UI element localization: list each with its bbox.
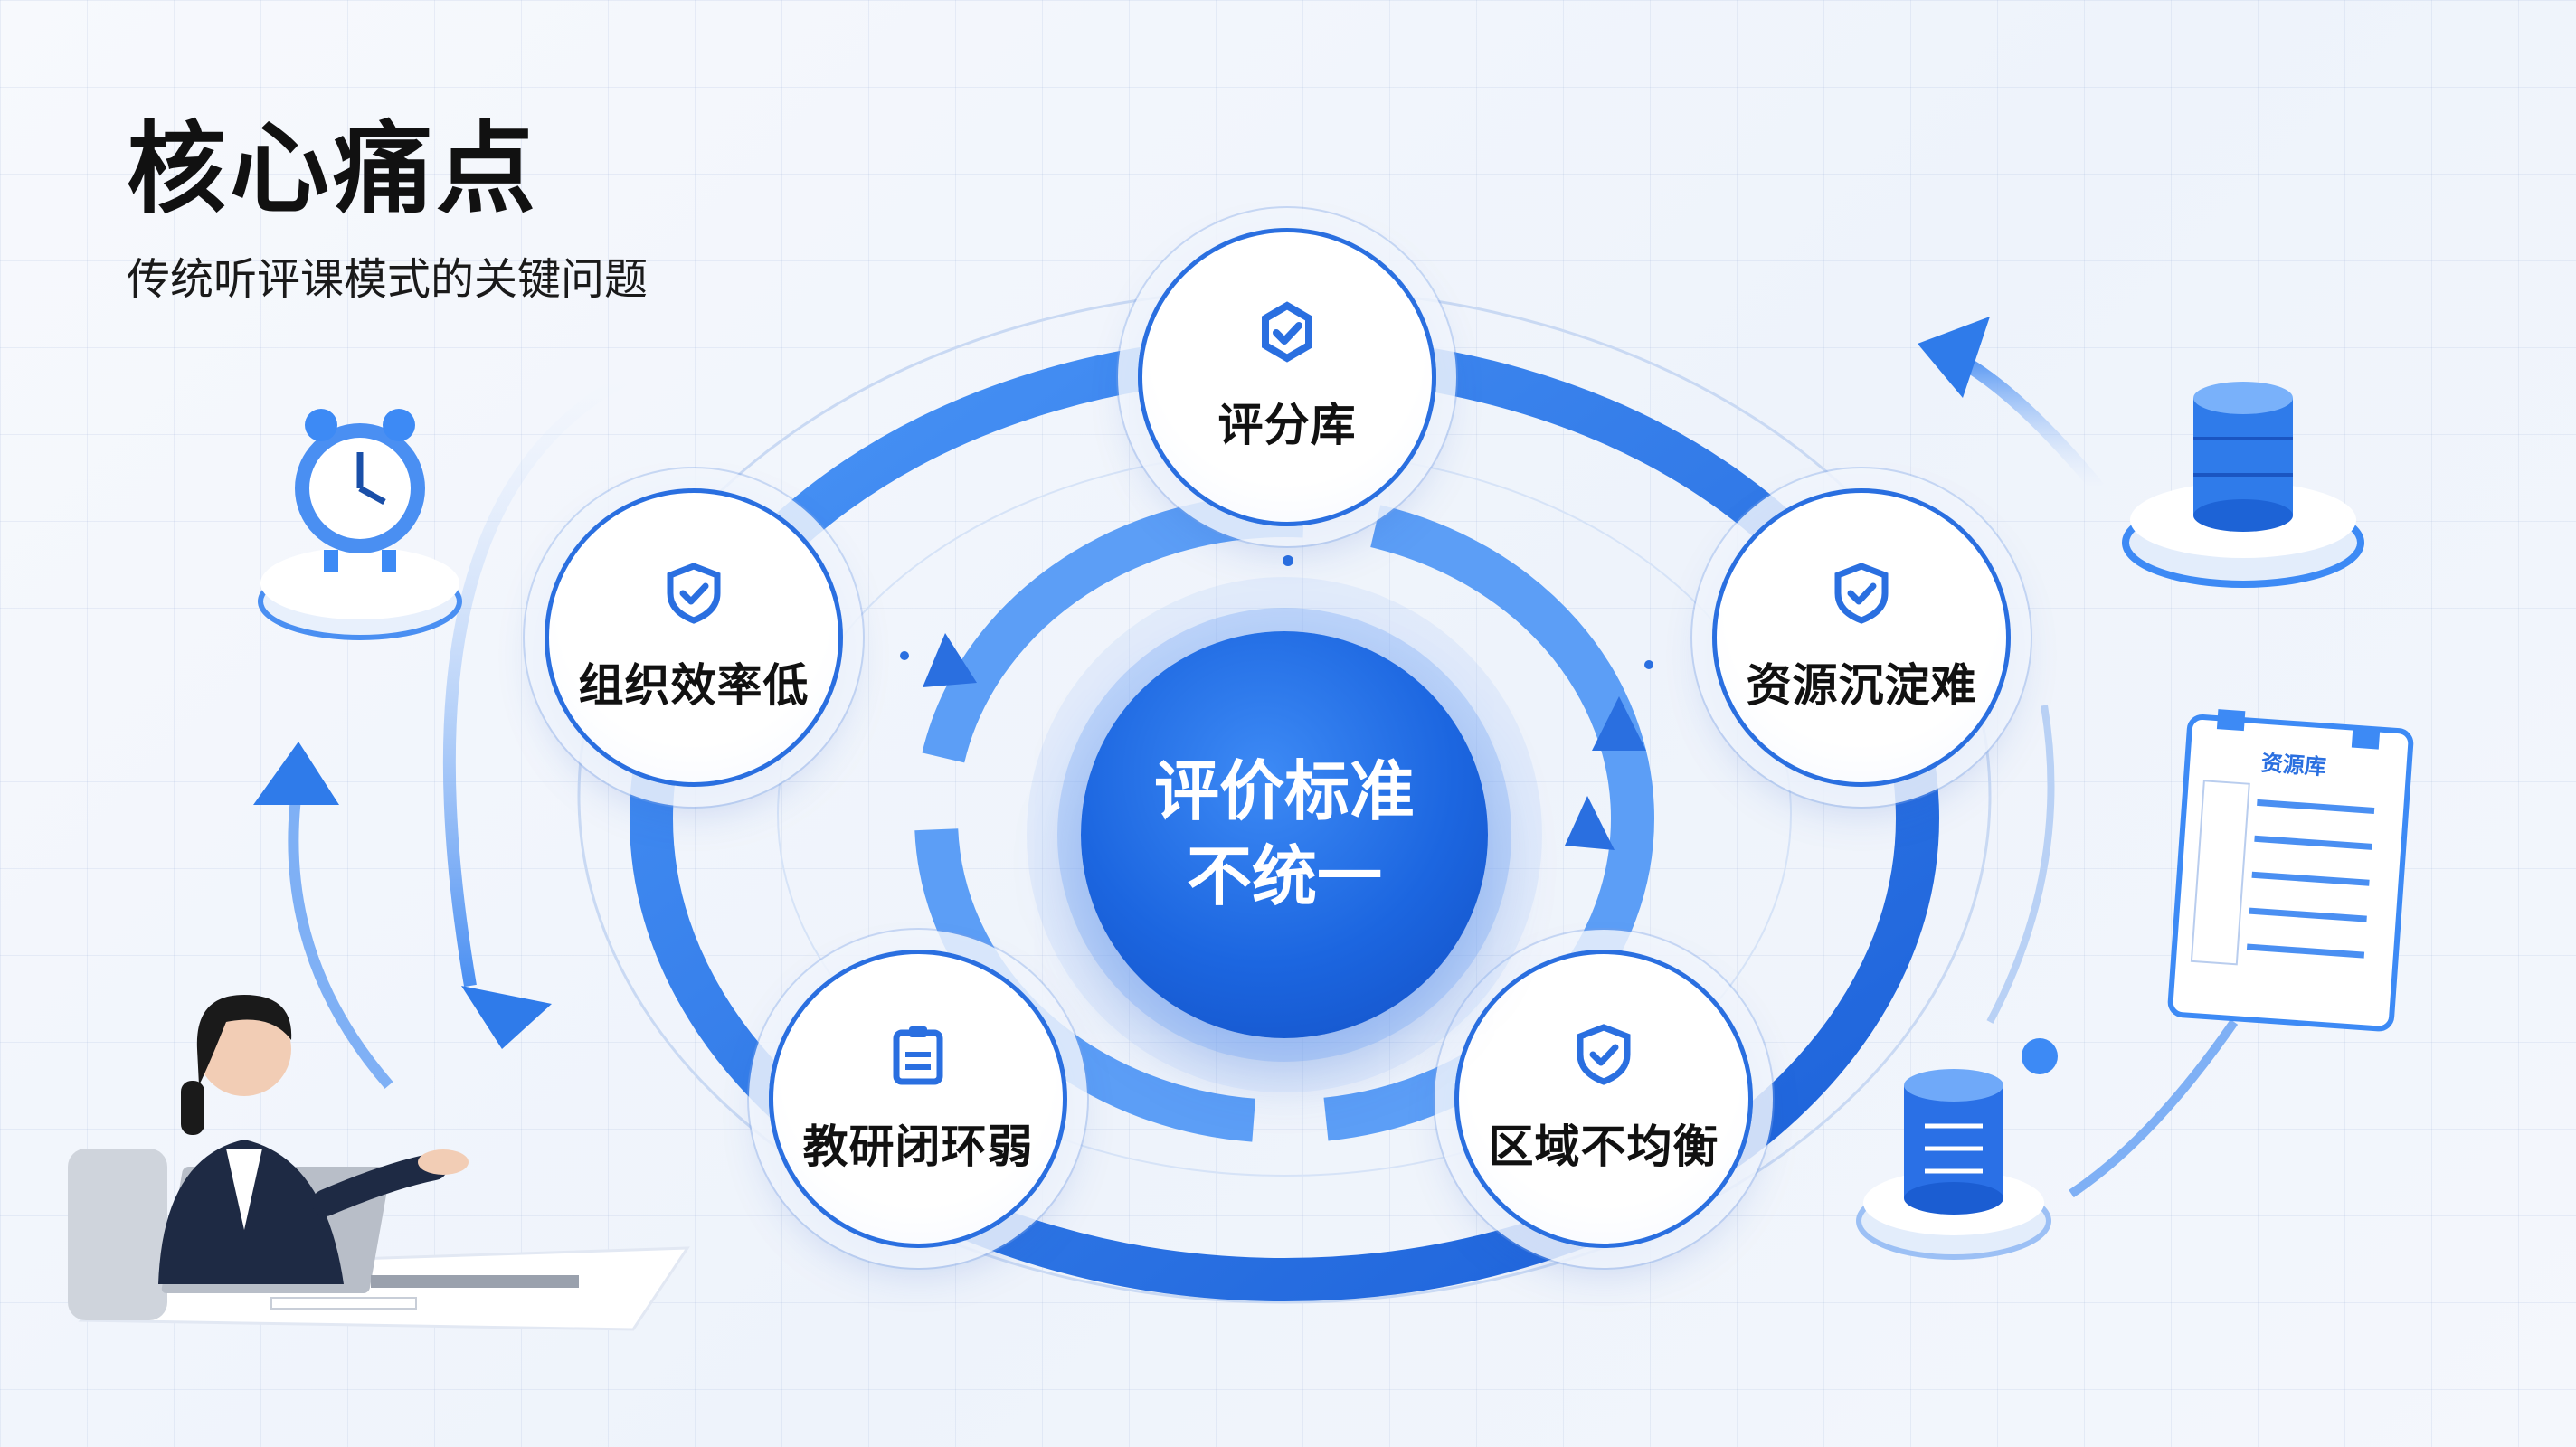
left-arrow-head-up [253,742,339,805]
node-label: 评分库 [1217,399,1357,451]
node-right: 资源沉淀难 [1712,488,2011,787]
inner-arrow-right-lower [1565,796,1615,850]
decor-dot [2022,1038,2058,1074]
gear-check-icon [1262,301,1312,363]
database-icon-bottom [1856,1069,2051,1260]
left-arrow-curve-up [288,777,393,1089]
right-arrow-head-top [1918,317,1990,398]
center-node: 评价标准不统一 [1081,631,1488,1038]
node-label: 教研闭环弱 [802,1121,1034,1173]
node-left: 组织效率低 [545,488,843,787]
right-arrow-curve-bottom [2069,1019,2239,1198]
resource-clipboard [2167,709,2414,1032]
node-label: 组织效率低 [578,659,810,712]
page-subtitle: 传统听评课模式的关键问题 [127,254,649,305]
clipboard-title: 资源库 [2259,750,2327,780]
node-top: 评分库 [1138,228,1436,526]
decor-dot [900,651,909,660]
shield-check-icon [1577,1024,1631,1085]
left-arrow-head-down [461,986,552,1049]
database-icon-top [2122,382,2364,588]
decor-dot [1283,555,1293,566]
node-bottom-right: 区域不均衡 [1454,950,1753,1248]
node-label: 资源沉淀难 [1746,659,1977,712]
shield-check-icon [667,563,721,624]
right-inner-curve [1986,705,2055,1024]
inner-arrow-right [1592,696,1646,751]
node-label: 区域不均衡 [1488,1121,1719,1173]
alarm-clock-icon [258,409,462,640]
page-title: 核心痛点 [127,111,539,227]
left-arrow-curve-top [442,374,628,988]
decor-dot [1644,660,1653,669]
shield-check-icon [1834,563,1889,624]
center-label: 评价标准不统一 [1153,753,1415,914]
presenter-illustration [68,995,690,1331]
node-bottom-left: 教研闭环弱 [769,950,1067,1248]
clipboard-icon [893,1026,943,1085]
inner-arrow-left [923,633,977,687]
